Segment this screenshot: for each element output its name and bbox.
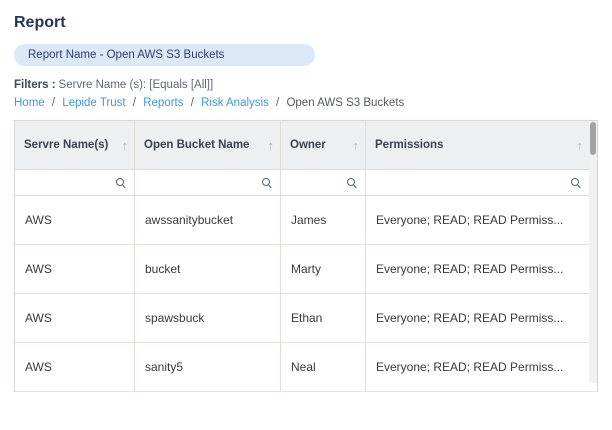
cell-open-bucket-name: spawsbuck (135, 294, 281, 342)
cell-servre-name: AWS (15, 294, 135, 342)
filters-label: Filters : (14, 79, 56, 91)
cell-open-bucket-name: awssanitybucket (135, 196, 281, 244)
cell-permissions: Everyone; READ; READ Permiss... (376, 213, 564, 227)
column-header-open-bucket-name[interactable]: Open Bucket Name ↑ (135, 121, 281, 169)
table-row[interactable]: AWS awssanitybucket James Everyone; READ… (15, 196, 597, 245)
column-header-servre-names[interactable]: Servre Name(s) ↑ (15, 121, 135, 169)
cell-owner: James (281, 196, 366, 244)
column-header-label: Servre Name(s) (24, 139, 109, 151)
breadcrumb-link-lepide-trust[interactable]: Lepide Trust (62, 97, 126, 109)
filters-summary: Filters :Servre Name (s): [Equals [All]] (14, 79, 612, 91)
cell-open-bucket-name: bucket (135, 245, 281, 293)
breadcrumb: Home / Lepide Trust / Reports / Risk Ana… (14, 97, 612, 109)
column-header-label: Owner (290, 139, 326, 151)
page-title: Report (14, 14, 66, 31)
table-row[interactable]: AWS sanity5 Neal Everyone; READ; READ Pe… (15, 343, 597, 392)
sort-ascending-icon: ↑ (352, 137, 360, 153)
report-table: Servre Name(s) ↑ Open Bucket Name ↑ Owne… (14, 120, 598, 392)
sort-ascending-icon: ↑ (267, 137, 275, 153)
cell-owner: Ethan (281, 294, 366, 342)
cell-servre-name: AWS (15, 245, 135, 293)
breadcrumb-separator: / (132, 97, 136, 109)
cell-servre-name: AWS (15, 343, 135, 391)
cell-owner: Neal (281, 343, 366, 391)
column-header-label: Open Bucket Name (144, 139, 250, 151)
cell-servre-name: AWS (15, 196, 135, 244)
breadcrumb-current: Open AWS S3 Buckets (286, 97, 405, 109)
sort-ascending-icon: ↑ (121, 137, 129, 153)
column-header-permissions[interactable]: Permissions ↑ (366, 121, 589, 169)
table-filter-row (15, 170, 597, 196)
breadcrumb-separator: / (276, 97, 280, 109)
column-header-label: Permissions (375, 139, 444, 151)
breadcrumb-separator: / (190, 97, 194, 109)
vertical-scrollbar-thumb[interactable] (590, 122, 596, 155)
filter-cell-open-bucket-name[interactable] (135, 170, 281, 195)
cell-open-bucket-name: sanity5 (135, 343, 281, 391)
cell-owner: Marty (281, 245, 366, 293)
breadcrumb-link-home[interactable]: Home (14, 97, 45, 109)
filter-cell-servre-names[interactable] (15, 170, 135, 195)
table-row[interactable]: AWS bucket Marty Everyone; READ; READ Pe… (15, 245, 597, 294)
report-page: Report Report Name - Open AWS S3 Buckets… (0, 14, 612, 430)
report-name-badge: Report Name - Open AWS S3 Buckets (14, 44, 315, 66)
search-icon (346, 177, 358, 189)
breadcrumb-link-reports[interactable]: Reports (143, 97, 184, 109)
table-header-row: Servre Name(s) ↑ Open Bucket Name ↑ Owne… (15, 121, 597, 170)
column-header-owner[interactable]: Owner ↑ (281, 121, 366, 169)
sort-ascending-icon: ↑ (576, 137, 584, 153)
filter-cell-permissions[interactable] (366, 170, 589, 195)
filter-cell-owner[interactable] (281, 170, 366, 195)
search-icon (115, 177, 127, 189)
search-icon (570, 177, 582, 189)
vertical-scrollbar-track[interactable] (589, 121, 597, 383)
search-icon (261, 177, 273, 189)
breadcrumb-link-risk-analysis[interactable]: Risk Analysis (201, 97, 269, 109)
cell-permissions: Everyone; READ; READ Permiss... (376, 360, 564, 374)
cell-permissions: Everyone; READ; READ Permiss... (376, 262, 564, 276)
table-row[interactable]: AWS spawsbuck Ethan Everyone; READ; READ… (15, 294, 597, 343)
cell-permissions: Everyone; READ; READ Permiss... (376, 311, 564, 325)
breadcrumb-separator: / (51, 97, 56, 109)
filters-value: Servre Name (s): [Equals [All]] (58, 79, 214, 91)
